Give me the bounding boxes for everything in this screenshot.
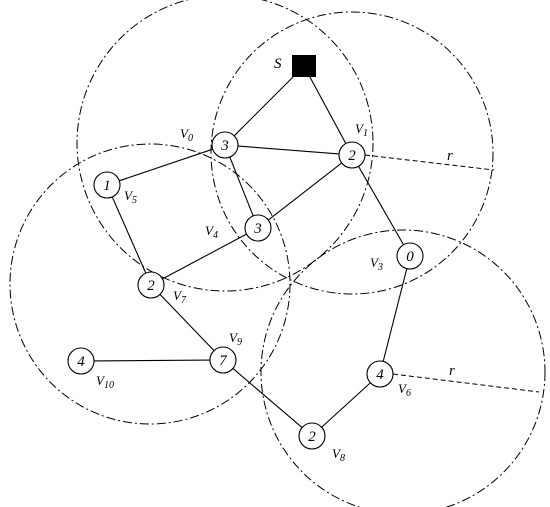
node-label-subscript: 5: [132, 195, 137, 206]
range-circle-v1: [210, 11, 494, 295]
node-label: V4: [205, 223, 218, 241]
source-square: [292, 55, 316, 77]
node-label-letter: V: [173, 288, 183, 303]
edge-v1-v4: [267, 162, 343, 221]
node-value: 2: [147, 278, 155, 294]
node-label: V8: [332, 446, 345, 464]
node-v5: 1V5: [93, 171, 137, 206]
edge-v1-v3: [357, 165, 405, 246]
radius-line-v1: [364, 154, 495, 171]
node-label-subscript: 1: [363, 128, 368, 139]
edge-v7-v9: [159, 293, 215, 352]
node-label: V9: [229, 330, 242, 348]
node-label-subscript: 6: [406, 388, 411, 399]
node-v0: 3 V0: [180, 126, 239, 159]
node-circle: [67, 347, 95, 375]
node-value: 4: [77, 354, 85, 370]
edge-v6-v3: [382, 268, 408, 362]
node-v7: 2V7: [137, 271, 187, 306]
source-label: S: [274, 56, 282, 72]
radius-line-v6: [392, 373, 540, 393]
edge-v0-v1: [237, 145, 340, 155]
node-label-letter: V: [370, 255, 380, 270]
node-value: 0: [406, 249, 414, 265]
radius-label-lower: r: [449, 363, 455, 379]
node-label-subscript: 10: [104, 380, 114, 391]
source-node: S: [274, 55, 316, 77]
edge-v0-v5: [119, 148, 213, 182]
node-circle: [137, 271, 165, 299]
radius-labels: r r: [447, 148, 455, 379]
edge-v9-v8: [232, 368, 303, 428]
node-circle: [93, 171, 121, 199]
node-label-subscript: 3: [377, 262, 383, 273]
node-label-letter: V: [398, 381, 408, 396]
edge-s-v1: [303, 65, 347, 144]
node-circle: [366, 360, 394, 388]
node-label-letter: V: [229, 330, 239, 345]
communication-ranges: [9, 0, 546, 507]
node-label-subscript: 0: [188, 133, 193, 144]
node-value: 7: [219, 353, 228, 369]
edge-v5-v7: [111, 196, 147, 274]
node-label: V6: [398, 381, 411, 399]
edges: [93, 65, 408, 428]
node-label-letter: V: [355, 121, 365, 136]
node-v9: 7V9: [209, 330, 242, 374]
range-circle-v7: [9, 143, 291, 425]
node-circle: [211, 131, 239, 159]
node-value: 4: [376, 367, 384, 383]
radius-label-upper: r: [447, 148, 453, 164]
node-circle: [209, 346, 237, 374]
node-circle: [396, 242, 424, 270]
node-label: V1: [355, 121, 368, 139]
range-circle-v0: [76, 0, 374, 292]
node-circle: [338, 141, 366, 169]
node-value: 2: [308, 429, 316, 445]
node-label-letter: V: [205, 223, 215, 238]
node-value: 3: [220, 138, 229, 154]
node-label: V3: [370, 255, 383, 273]
node-circle: [298, 422, 326, 450]
node-circle: [244, 214, 272, 242]
edge-v8-v6: [321, 382, 371, 428]
node-v6: 4V6: [366, 360, 411, 399]
node-label-subscript: 4: [213, 230, 218, 241]
node-label: V5: [124, 188, 137, 206]
node-label-letter: V: [332, 446, 342, 461]
node-label-letter: V: [96, 373, 106, 388]
node-label-letter: V: [180, 126, 190, 141]
range-circle-v6: [260, 229, 546, 507]
node-label: V0: [180, 126, 193, 144]
edge-v10-v9: [93, 359, 211, 362]
node-v3: 0 V3: [370, 242, 424, 273]
node-label-subscript: 7: [181, 295, 187, 306]
node-label-subscript: 9: [237, 337, 242, 348]
node-label: V7: [173, 288, 187, 306]
node-v4: 3 V4: [205, 214, 272, 242]
node-label-letter: V: [124, 188, 134, 203]
node-value: 1: [103, 178, 111, 194]
node-v8: 2V8: [298, 422, 345, 464]
edge-v4-v7: [162, 233, 247, 280]
edge-v0-v4: [229, 156, 254, 217]
node-value: 2: [348, 148, 356, 164]
node-value: 3: [253, 221, 262, 237]
node-v1: 2 V1: [338, 121, 368, 169]
node-label: V10: [96, 373, 114, 391]
edge-s-v0: [233, 65, 305, 137]
node-label-subscript: 8: [340, 453, 345, 464]
